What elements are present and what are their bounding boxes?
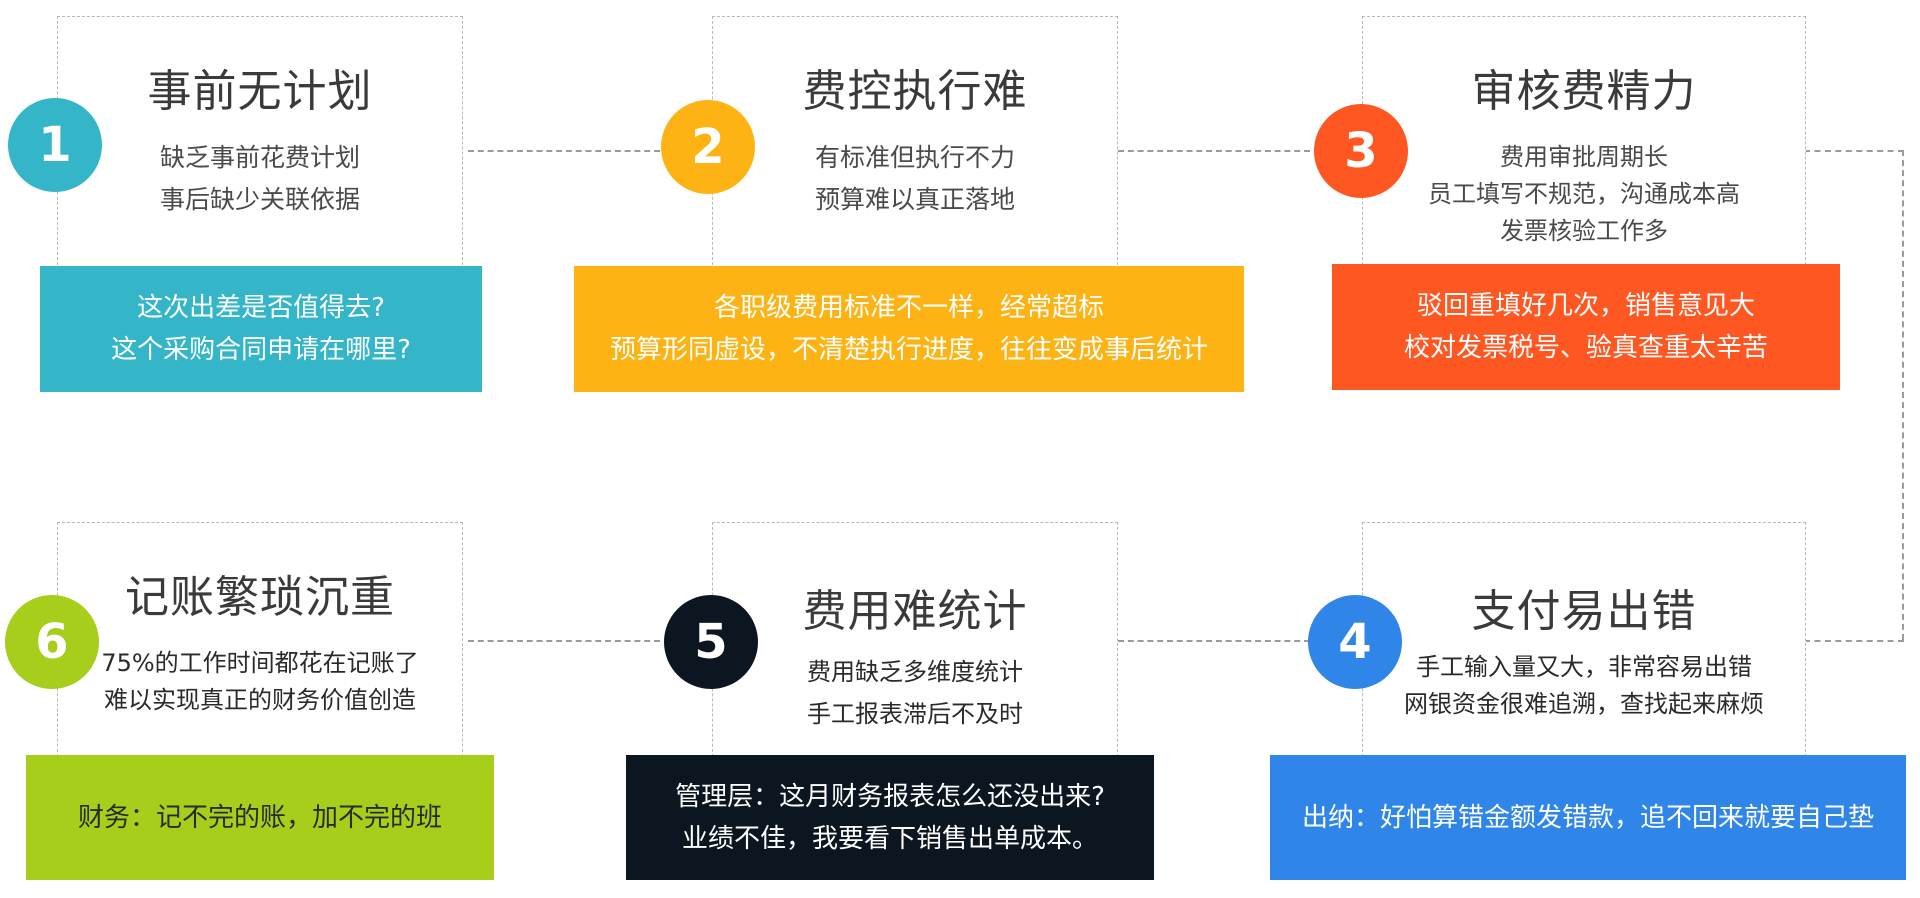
step-title-2: 费控执行难 [802, 66, 1028, 117]
step-band-2: 各职级费用标准不一样，经常超标 预算形同虚设，不清楚执行进度，往往变成事后统计 [574, 266, 1244, 392]
connector-6-5 [468, 640, 660, 642]
step-title-5: 费用难统计 [802, 586, 1028, 637]
step-desc-2: 有标准但执行不力 预算难以真正落地 [814, 143, 1015, 214]
step-title-1: 事前无计划 [147, 66, 373, 117]
step-card-5: 费用难统计 费用缺乏多维度统计 手工报表滞后不及时 [712, 522, 1118, 772]
step-title-6: 记账繁琐沉重 [125, 572, 395, 623]
step-number-circle-1: 1 [8, 98, 102, 192]
step-desc-3: 费用审批周期长 员工填写不规范，沟通成本高 发票核验工作多 [1428, 143, 1740, 245]
step-band-3: 驳回重填好几次，销售意见大 校对发票税号、验真查重太辛苦 [1332, 264, 1840, 390]
step-card-6: 记账繁琐沉重 75%的工作时间都花在记账了 难以实现真正的财务价值创造 [57, 522, 463, 772]
connector-vertical [1902, 150, 1904, 640]
step-card-4: 支付易出错 手工输入量又大，非常容易出错 网银资金很难追溯，查找起来麻烦 [1362, 522, 1806, 772]
step-title-4: 支付易出错 [1471, 586, 1697, 637]
step-number-circle-2: 2 [661, 100, 755, 194]
step-card-1: 事前无计划 缺乏事前花费计划 事后缺少关联依据 [57, 16, 463, 270]
step-band-6: 财务：记不完的账，加不完的班 [26, 755, 494, 880]
step-band-1: 这次出差是否值得去? 这个采购合同申请在哪里? [40, 266, 482, 392]
step-card-2: 费控执行难 有标准但执行不力 预算难以真正落地 [712, 16, 1118, 270]
step-desc-6: 75%的工作时间都花在记账了 难以实现真正的财务价值创造 [101, 649, 419, 714]
connector-2-3 [1118, 150, 1310, 152]
connector-right-4 [1804, 640, 1904, 642]
step-band-5: 管理层：这月财务报表怎么还没出来? 业绩不佳，我要看下销售出单成本。 [626, 755, 1154, 880]
step-title-3: 审核费精力 [1471, 66, 1697, 117]
step-number-circle-5: 5 [664, 595, 758, 689]
step-desc-5: 费用缺乏多维度统计 手工报表滞后不及时 [807, 658, 1023, 728]
step-desc-4: 手工输入量又大，非常容易出错 网银资金很难追溯，查找起来麻烦 [1404, 653, 1764, 718]
connector-5-4 [1118, 640, 1310, 642]
step-number-circle-4: 4 [1308, 595, 1402, 689]
step-desc-1: 缺乏事前花费计划 事后缺少关联依据 [159, 143, 360, 214]
connector-1-2 [468, 150, 660, 152]
step-number-circle-3: 3 [1314, 104, 1408, 198]
step-number-circle-6: 6 [5, 595, 99, 689]
connector-3-right [1804, 150, 1904, 152]
step-card-3: 审核费精力 费用审批周期长 员工填写不规范，沟通成本高 发票核验工作多 [1362, 16, 1806, 270]
step-band-4: 出纳：好怕算错金额发错款，追不回来就要自己垫 [1270, 755, 1906, 880]
